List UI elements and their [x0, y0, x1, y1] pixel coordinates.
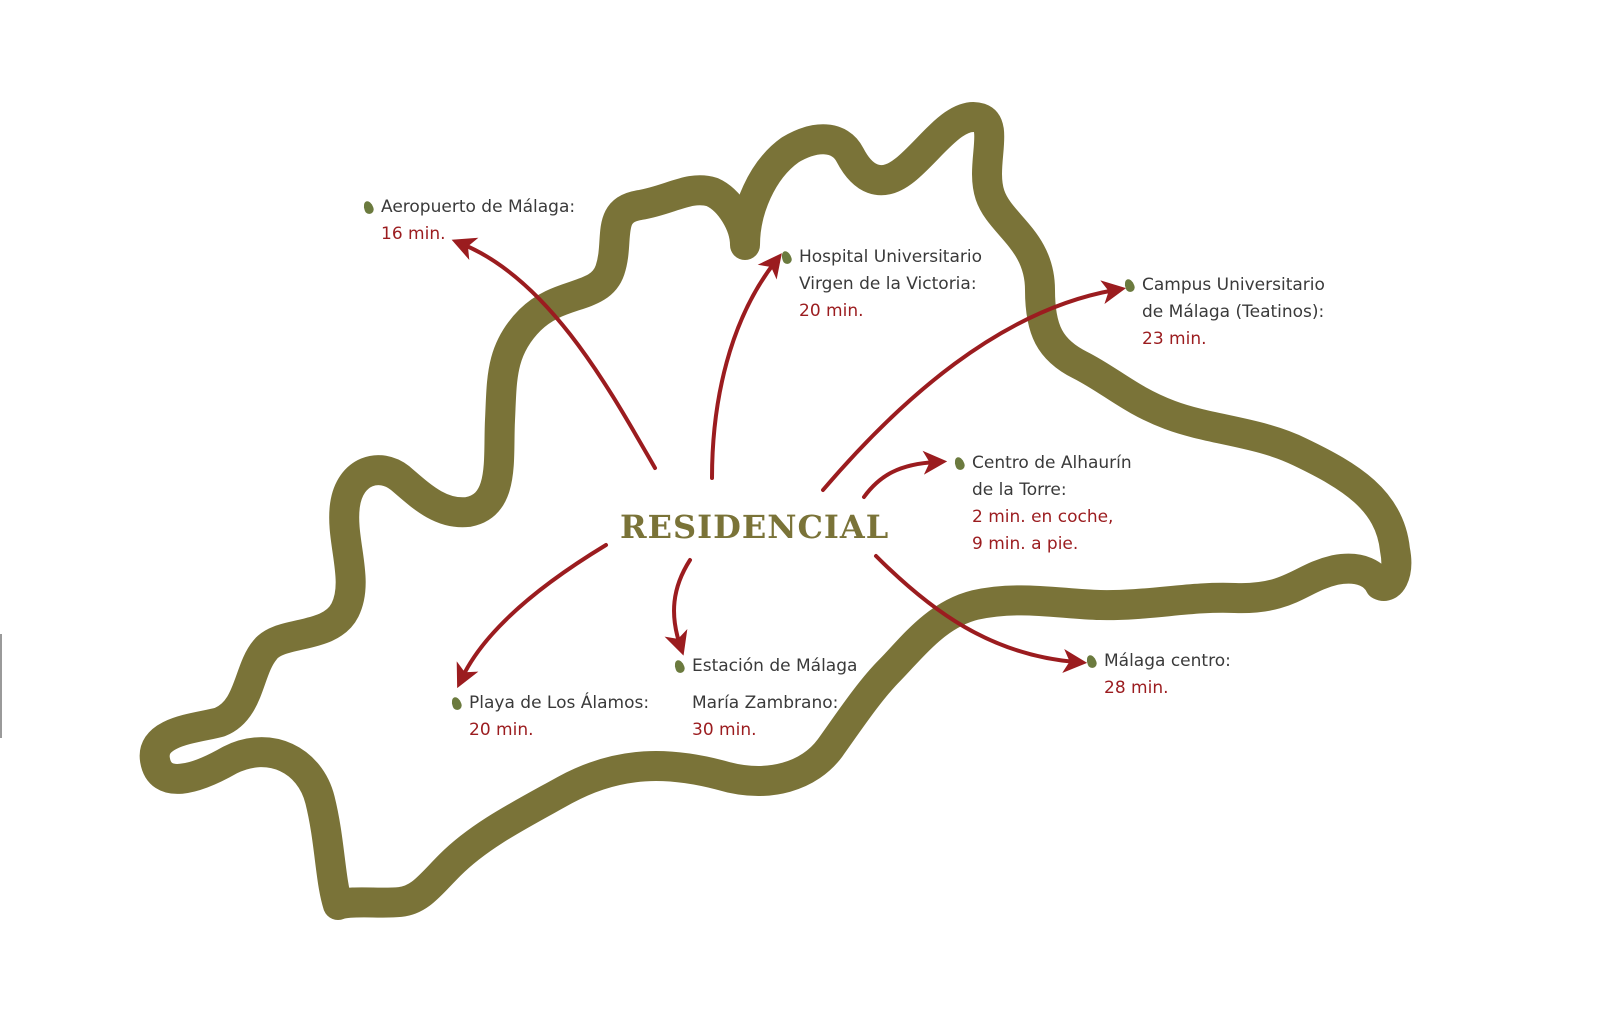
route-arrow-hospital: [710, 253, 782, 480]
malaga-province-outline: [139, 102, 1412, 920]
poi-estacion-name-line2: María Zambrano:: [692, 693, 839, 713]
poi-campus-name-line2: de Málaga (Teatinos):: [1142, 302, 1325, 322]
poi-hospital-name-line1: Hospital Universitario: [799, 247, 982, 267]
poi-hospital-time: 20 min.: [799, 301, 864, 321]
route-arrow-malaga-centro: [874, 554, 1088, 673]
poi-playa-name: Playa de Los Álamos:: [469, 693, 650, 713]
poi-malaga-centro-time: 28 min.: [1104, 678, 1169, 698]
poi-campus-name-line1: Campus Universitario: [1142, 275, 1325, 295]
residencial-center-label: RESIDENCIAL: [620, 508, 890, 546]
left-edge-divider: [0, 634, 2, 738]
route-arrow-playa: [456, 543, 608, 689]
poi-aeropuerto-time: 16 min.: [381, 224, 446, 244]
poi-alhaurin-name-line2: de la Torre:: [972, 480, 1067, 500]
poi-malaga-centro-name: Málaga centro:: [1104, 651, 1231, 671]
poi-alhaurin-time-car: 2 min. en coche,: [972, 507, 1114, 527]
poi-alhaurin: Centro de Alhaurín de la Torre: 2 min. e…: [953, 450, 1132, 558]
poi-playa-time: 20 min.: [469, 720, 534, 740]
poi-alhaurin-time-walk: 9 min. a pie.: [972, 534, 1079, 554]
poi-aeropuerto: Aeropuerto de Málaga: 16 min.: [362, 194, 576, 248]
poi-playa: Playa de Los Álamos: 20 min.: [450, 690, 650, 744]
poi-estacion-time: 30 min.: [692, 720, 757, 740]
poi-campus: Campus Universitario de Málaga (Teatinos…: [1123, 272, 1325, 353]
route-arrow-alhaurin: [862, 450, 948, 499]
poi-hospital: Hospital Universitario Virgen de la Vict…: [780, 244, 982, 325]
poi-alhaurin-name-line1: Centro de Alhaurín: [972, 453, 1132, 473]
route-arrow-campus: [821, 280, 1127, 492]
route-arrow-aeropuerto: [451, 237, 657, 470]
poi-malaga-centro: Málaga centro: 28 min.: [1085, 648, 1231, 702]
poi-estacion: Estación de Málaga María Zambrano: 30 mi…: [673, 653, 858, 744]
poi-estacion-name-line1: Estación de Málaga: [692, 656, 858, 676]
route-arrow-estacion: [664, 558, 692, 656]
poi-campus-time: 23 min.: [1142, 329, 1207, 349]
poi-aeropuerto-name: Aeropuerto de Málaga:: [381, 197, 576, 217]
poi-hospital-name-line2: Virgen de la Victoria:: [799, 274, 977, 294]
